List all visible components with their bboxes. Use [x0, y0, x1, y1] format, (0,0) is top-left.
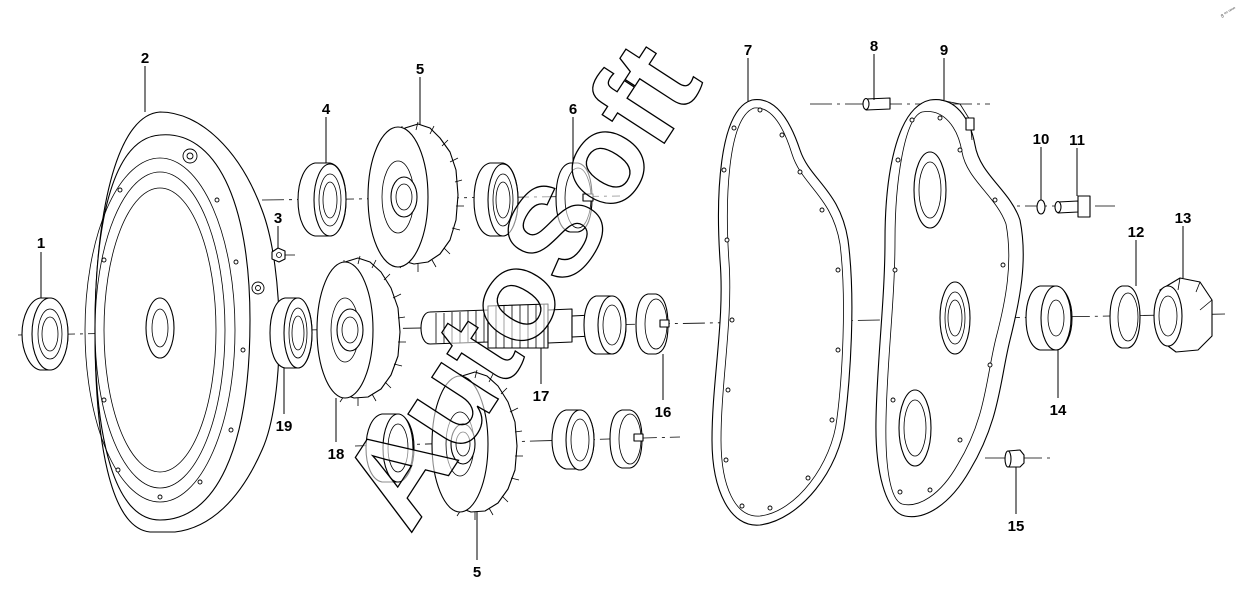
callout-6: 6 — [569, 101, 577, 118]
part-18-gear — [316, 255, 406, 406]
part-1-bearing — [21, 297, 69, 371]
callout-10: 10 — [1033, 131, 1050, 148]
part-2-housing-flange — [84, 111, 280, 533]
callout-3: 3 — [274, 210, 282, 227]
callout-15: 15 — [1008, 518, 1025, 535]
part-9-timing-cover — [875, 99, 1024, 518]
part-bearing-upper-right — [473, 162, 519, 237]
part-5-gear-upper — [367, 121, 464, 272]
callout-12: 12 — [1128, 224, 1145, 241]
leader-lines — [40, 54, 1184, 560]
callout-14: 14 — [1050, 402, 1067, 419]
callout-5-lower: 5 — [473, 564, 481, 581]
part-6-snap-ring — [555, 162, 594, 233]
callout-9: 9 — [940, 42, 948, 59]
corner-mark: 8 ºº ºººº — [1220, 6, 1237, 20]
part-11-bolt — [1054, 195, 1091, 218]
part-13-hex-nut — [1153, 277, 1213, 353]
callout-17: 17 — [533, 388, 550, 405]
part-7-gasket — [711, 99, 853, 526]
part-3-small-nut — [271, 247, 286, 263]
part-4-bearing — [297, 162, 347, 237]
callout-labels: 1 2 3 4 5 5 6 7 8 9 10 11 12 13 14 15 16… — [37, 38, 1192, 581]
part-bearing-shaft-end — [583, 295, 627, 355]
part-snap-ring-lower — [609, 409, 644, 469]
part-5-gear-lower — [431, 369, 523, 520]
part-15-plug — [1004, 449, 1025, 468]
callout-7: 7 — [744, 42, 752, 59]
callout-2: 2 — [141, 50, 149, 67]
callout-16: 16 — [655, 404, 672, 421]
callout-19: 19 — [276, 418, 293, 435]
part-12-washer — [1109, 285, 1141, 349]
part-10-o-ring — [1036, 199, 1046, 215]
part-14-spacer — [1025, 285, 1073, 351]
callout-8: 8 — [870, 38, 878, 55]
callout-1: 1 — [37, 235, 45, 252]
part-19-bearing — [269, 297, 313, 369]
callout-18: 18 — [328, 446, 345, 463]
callout-5-upper: 5 — [416, 61, 424, 78]
part-bearing-lower-right — [551, 409, 595, 471]
part-16-snap-ring — [635, 293, 670, 355]
part-8-dowel-pin — [862, 97, 891, 111]
callout-11: 11 — [1069, 132, 1085, 149]
part-17-splined-shaft — [420, 303, 593, 349]
part-bearing-lower-left — [365, 413, 415, 483]
callout-4: 4 — [322, 101, 331, 118]
callout-13: 13 — [1175, 210, 1192, 227]
